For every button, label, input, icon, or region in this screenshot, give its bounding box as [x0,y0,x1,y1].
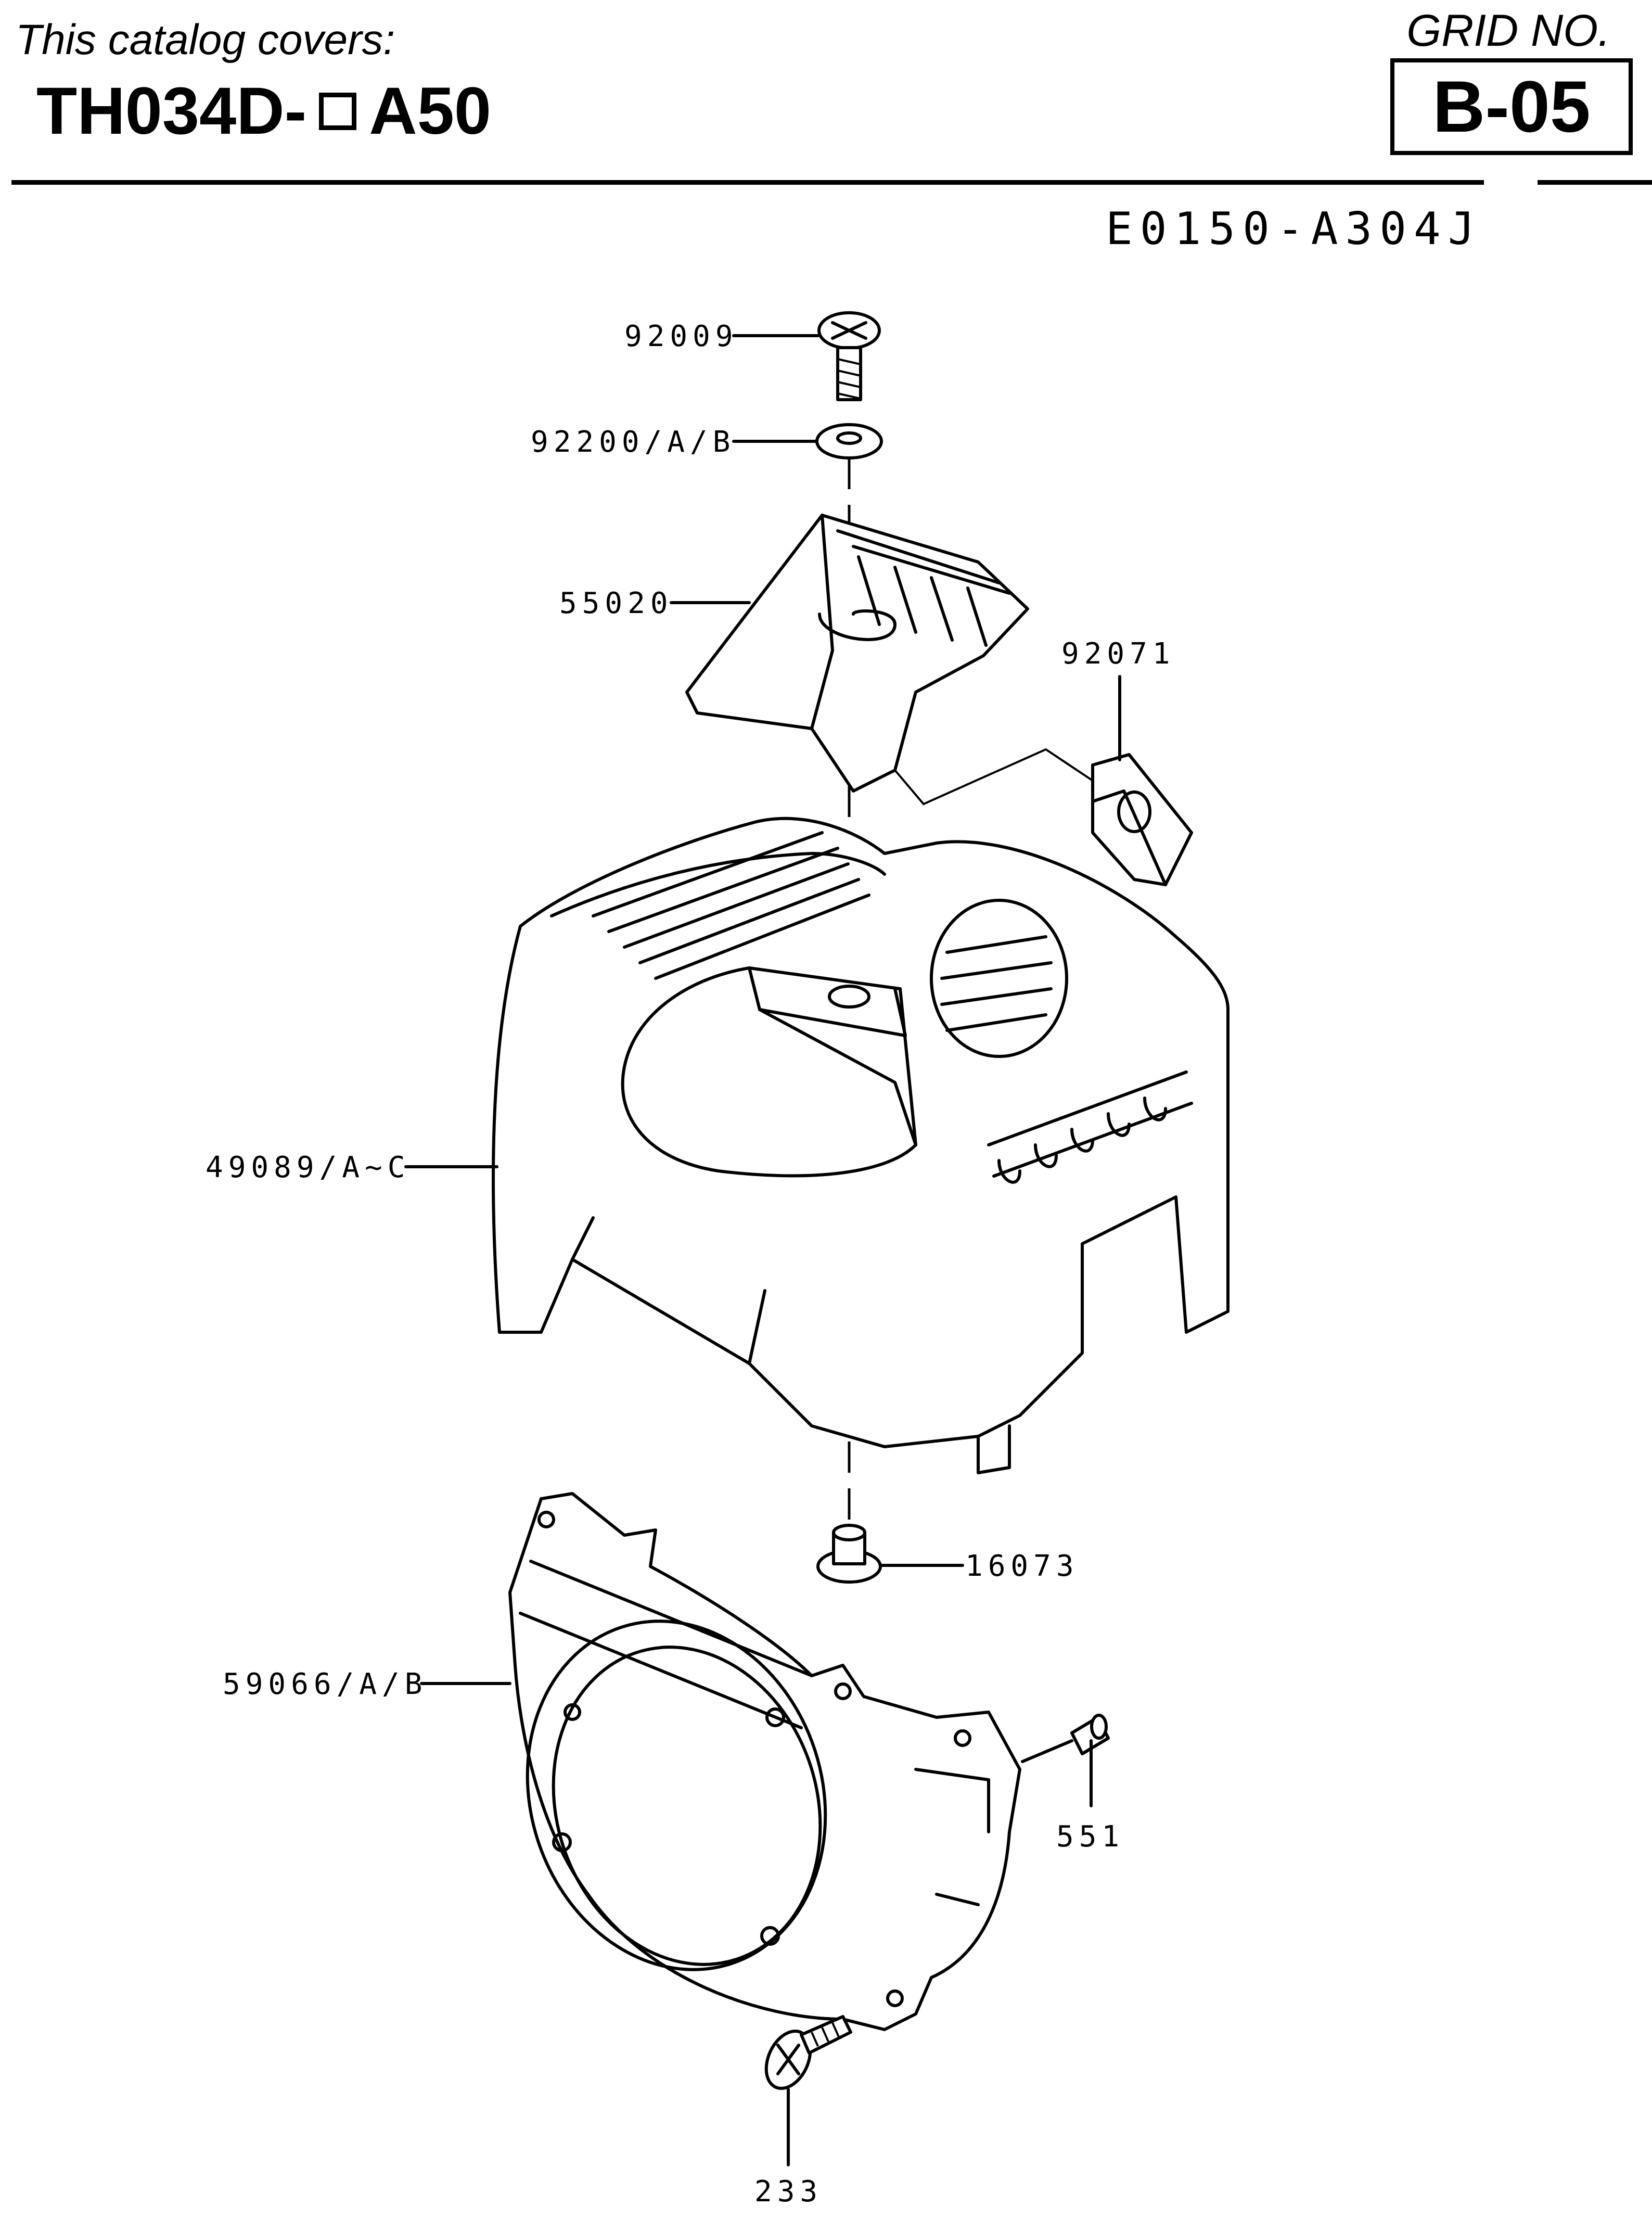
engine-cover-icon [492,817,1230,1474]
grid-number-box: B-05 [1390,58,1633,155]
grommet-icon [816,1524,882,1584]
grid-number-label: GRID NO. [1406,6,1610,56]
screw-icon [817,311,881,401]
part-label-16073: 16073 [965,1549,1079,1583]
part-label-92071: 92071 [1061,637,1175,671]
header-rule [11,180,1484,185]
model-number: TH034D- A50 [36,73,491,149]
model-prefix: TH034D- [36,74,307,148]
pin-location-line [1021,1739,1073,1763]
catalog-covers-label: This catalog covers: [16,16,395,63]
part-label-49089: 49089/A~C [206,1151,410,1184]
part-label-551: 551 [1056,1820,1124,1854]
pin-icon [1070,1714,1110,1755]
part-label-59066: 59066/A/B [223,1667,427,1701]
part-label-92200: 92200/A/B [531,425,735,459]
clip-location-line [894,748,1094,806]
clip-icon [1091,753,1193,886]
fan-housing-icon [508,1492,1021,2031]
reference-code: E0150-A304J [1106,203,1482,255]
vent-cover-icon [685,514,1029,793]
grid-number-value: B-05 [1432,66,1591,147]
model-suffix: A50 [369,74,492,148]
header-rule-end [1538,180,1652,185]
washer-icon [815,423,883,460]
part-label-233: 233 [754,2175,823,2209]
bolt-icon [764,2015,852,2090]
part-label-55020: 55020 [559,586,673,620]
checkbox-square-icon [319,92,357,130]
part-label-92009: 92009 [624,320,738,353]
